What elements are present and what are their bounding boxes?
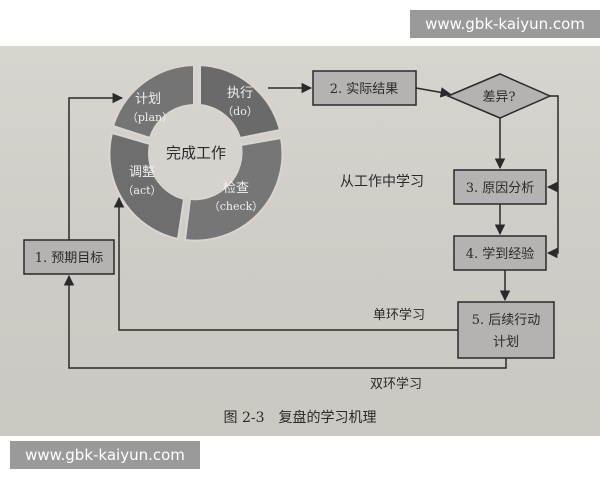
connectors — [63, 82, 559, 369]
ring-segment-act — [108, 131, 186, 241]
box-plan-label-1: 5. 后续行动 — [472, 313, 541, 328]
plan-label: 计划 — [135, 92, 161, 107]
box-result-label: 2. 实际结果 — [330, 82, 399, 97]
box-learn-label: 4. 学到经验 — [466, 246, 535, 262]
act-label: 调整 — [129, 165, 155, 180]
pdca-cycle: 完成工作 计划 （plan） 执行 （do） 检查 （check） 调整 （ac… — [108, 63, 284, 242]
box-plan-label-2: 计划 — [493, 335, 519, 350]
box-cause: 3. 原因分析 — [453, 169, 547, 205]
act-sub: （act） — [122, 184, 161, 197]
single-loop-label: 单环学习 — [373, 307, 425, 323]
learn-from-work-label: 从工作中学习 — [340, 174, 424, 190]
arrow-result-to-diff — [415, 87, 452, 98]
figure-caption: 图 2-3 复盘的学习机理 — [224, 409, 377, 426]
check-label: 检查 — [223, 181, 249, 196]
box-cause-label: 3. 原因分析 — [466, 181, 535, 196]
diff-diamond: 差异? — [446, 73, 552, 119]
arrow-diff-right-to-cause — [546, 95, 559, 193]
arrow-goal-to-plan — [68, 92, 124, 240]
arrow-single-loop — [113, 196, 458, 331]
arrow-diff-right-to-learn — [546, 187, 559, 259]
double-loop-label: 双环学习 — [370, 376, 422, 392]
arrow-double-loop — [63, 274, 507, 369]
watermark-bottom: www.gbk-kaiyun.com — [10, 441, 200, 469]
ring-segment-do — [199, 63, 282, 140]
do-label: 执行 — [227, 86, 253, 101]
watermark-top: www.gbk-kaiyun.com — [410, 10, 600, 38]
diff-label: 差异? — [483, 90, 516, 105]
check-sub: （check） — [209, 200, 264, 213]
box-result: 2. 实际结果 — [312, 70, 417, 106]
cycle-center-label: 完成工作 — [166, 144, 226, 162]
plan-sub: （plan） — [127, 111, 173, 124]
box-learn: 4. 学到经验 — [453, 235, 547, 271]
ring-center — [150, 106, 242, 198]
do-sub: （do） — [222, 105, 258, 118]
box-goal-label: 1. 预期目标 — [35, 251, 104, 266]
box-goal: 1. 预期目标 — [23, 239, 115, 275]
ring-segment-plan — [111, 63, 195, 140]
box-plan: 5. 后续行动 计划 — [457, 301, 555, 359]
